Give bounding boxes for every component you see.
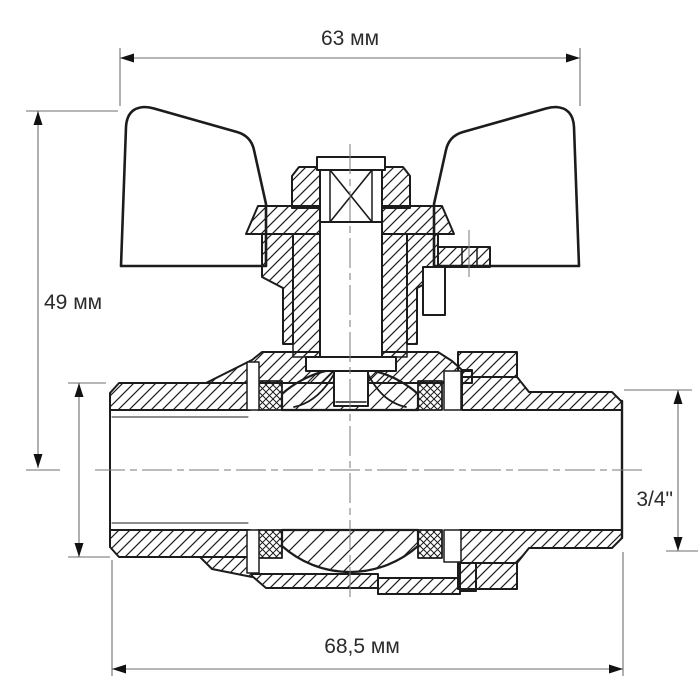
right-union-bottom	[457, 562, 518, 590]
body-floor-left	[251, 573, 379, 589]
stem-nut-right	[381, 166, 411, 209]
dim-inner-diameter	[68, 382, 110, 558]
stop-block	[422, 266, 446, 316]
stem-flange	[305, 356, 397, 372]
stem-cross-mark	[329, 169, 373, 223]
dim-left-height	[26, 110, 118, 471]
ball-stem-slot	[333, 368, 369, 407]
arrowhead-left	[112, 664, 126, 674]
handle-left-wing	[119, 105, 268, 268]
union-joint-gap	[443, 529, 462, 563]
dim-top-width	[119, 48, 581, 106]
ball-slot-shoulder	[367, 373, 407, 408]
left-end-ledge	[199, 556, 253, 578]
seat-top-left	[257, 380, 283, 411]
handle-right-wing	[432, 105, 581, 268]
dim-label-top-width: 63 мм	[321, 27, 379, 50]
gland-right	[381, 233, 408, 358]
seat-top-right	[417, 380, 443, 411]
union-joint-gap	[443, 370, 462, 411]
ball-bottom-cap	[280, 528, 420, 574]
ball-slot-shoulder	[293, 373, 335, 408]
union-joint-gap	[246, 361, 260, 411]
left-end-bottom-wall	[109, 529, 251, 558]
arrowhead-right	[609, 664, 623, 674]
seat-bottom-right	[417, 529, 443, 559]
dimensions-group: 63 мм 49 мм 3/4"	[26, 27, 698, 676]
arrowhead-up	[74, 383, 84, 397]
valve-body-group	[109, 105, 624, 595]
dim-label-left-height: 49 мм	[44, 291, 102, 314]
centerlines-group	[95, 144, 646, 599]
seat-bottom-left	[257, 529, 283, 559]
right-union-top	[457, 351, 518, 378]
stem-cap-lip	[316, 156, 386, 171]
gland-left	[292, 233, 321, 358]
dim-bottom-length	[111, 552, 624, 676]
arrowhead-up	[33, 111, 43, 125]
union-joint-gap	[246, 529, 260, 574]
left-end-top-wall	[109, 382, 251, 411]
arrowhead-left	[120, 53, 134, 63]
stem-nut-left	[291, 166, 321, 209]
handle-stop-tab	[437, 246, 491, 268]
arrowhead-right	[566, 53, 580, 63]
stem-column	[319, 221, 383, 358]
dim-right-thread	[624, 389, 698, 552]
arrowhead-down	[673, 537, 683, 551]
arrowhead-down	[74, 543, 84, 557]
bonnet-left-column	[261, 233, 294, 345]
dim-label-bottom-length: 68,5 мм	[324, 635, 400, 658]
arrowhead-down	[33, 454, 43, 468]
body-floor-right	[377, 577, 461, 595]
dim-label-right-thread: 3/4"	[636, 488, 673, 511]
arrowhead-up	[673, 390, 683, 404]
